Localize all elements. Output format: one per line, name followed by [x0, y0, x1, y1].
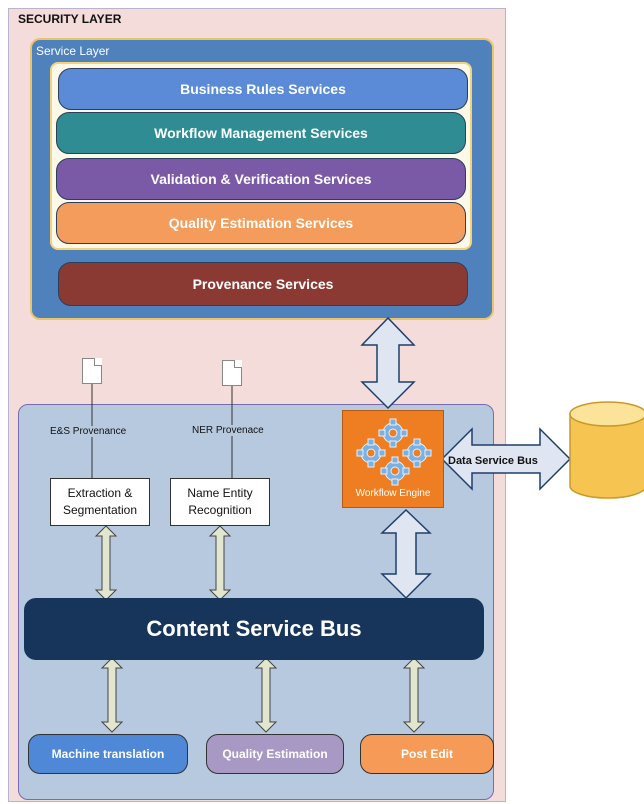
validation-verification-services: Validation & Verification Services	[56, 158, 466, 200]
extraction-segmentation-module: Extraction & Segmentation	[50, 478, 150, 526]
es-provenance-document-icon	[82, 358, 102, 384]
ner-provenance-label: NER Provenace	[192, 425, 264, 436]
ner-provenance-document-icon	[222, 360, 242, 386]
extraction-bus-arrow	[94, 525, 118, 601]
workflow-management-services: Workflow Management Services	[56, 112, 466, 154]
quality-estimation-arrow	[254, 657, 278, 733]
es-provenance-label: E&S Provenance	[50, 426, 127, 437]
workflow-engine-label: Workflow Engine	[355, 488, 431, 499]
content-service-bus: Content Service Bus	[24, 598, 484, 660]
service-layer-title: Service Layer	[36, 44, 110, 58]
machine-translation-arrow	[100, 657, 124, 733]
security-layer-title: SECURITY LAYER	[18, 12, 122, 26]
quality-estimation-services: Quality Estimation Services	[56, 202, 466, 244]
provenance-services: Provenance Services	[58, 262, 468, 306]
post-edit-arrow	[402, 657, 426, 733]
ner-bus-arrow	[208, 525, 232, 601]
workflow-contentbus-arrow	[380, 508, 432, 600]
workflow-engine-box	[342, 410, 444, 508]
gears-icon	[356, 418, 432, 486]
data-service-bus-label: Data Service Bus	[448, 455, 538, 467]
machine-translation-module: Machine translation	[28, 734, 188, 774]
post-edit-module: Post Edit	[360, 734, 494, 774]
database-icon	[569, 401, 644, 499]
quality-estimation-module: Quality Estimation	[206, 734, 344, 774]
service-workflow-arrow	[360, 316, 416, 410]
business-rules-services: Business Rules Services	[58, 68, 468, 110]
name-entity-recognition-module: Name Entity Recognition	[170, 478, 270, 526]
